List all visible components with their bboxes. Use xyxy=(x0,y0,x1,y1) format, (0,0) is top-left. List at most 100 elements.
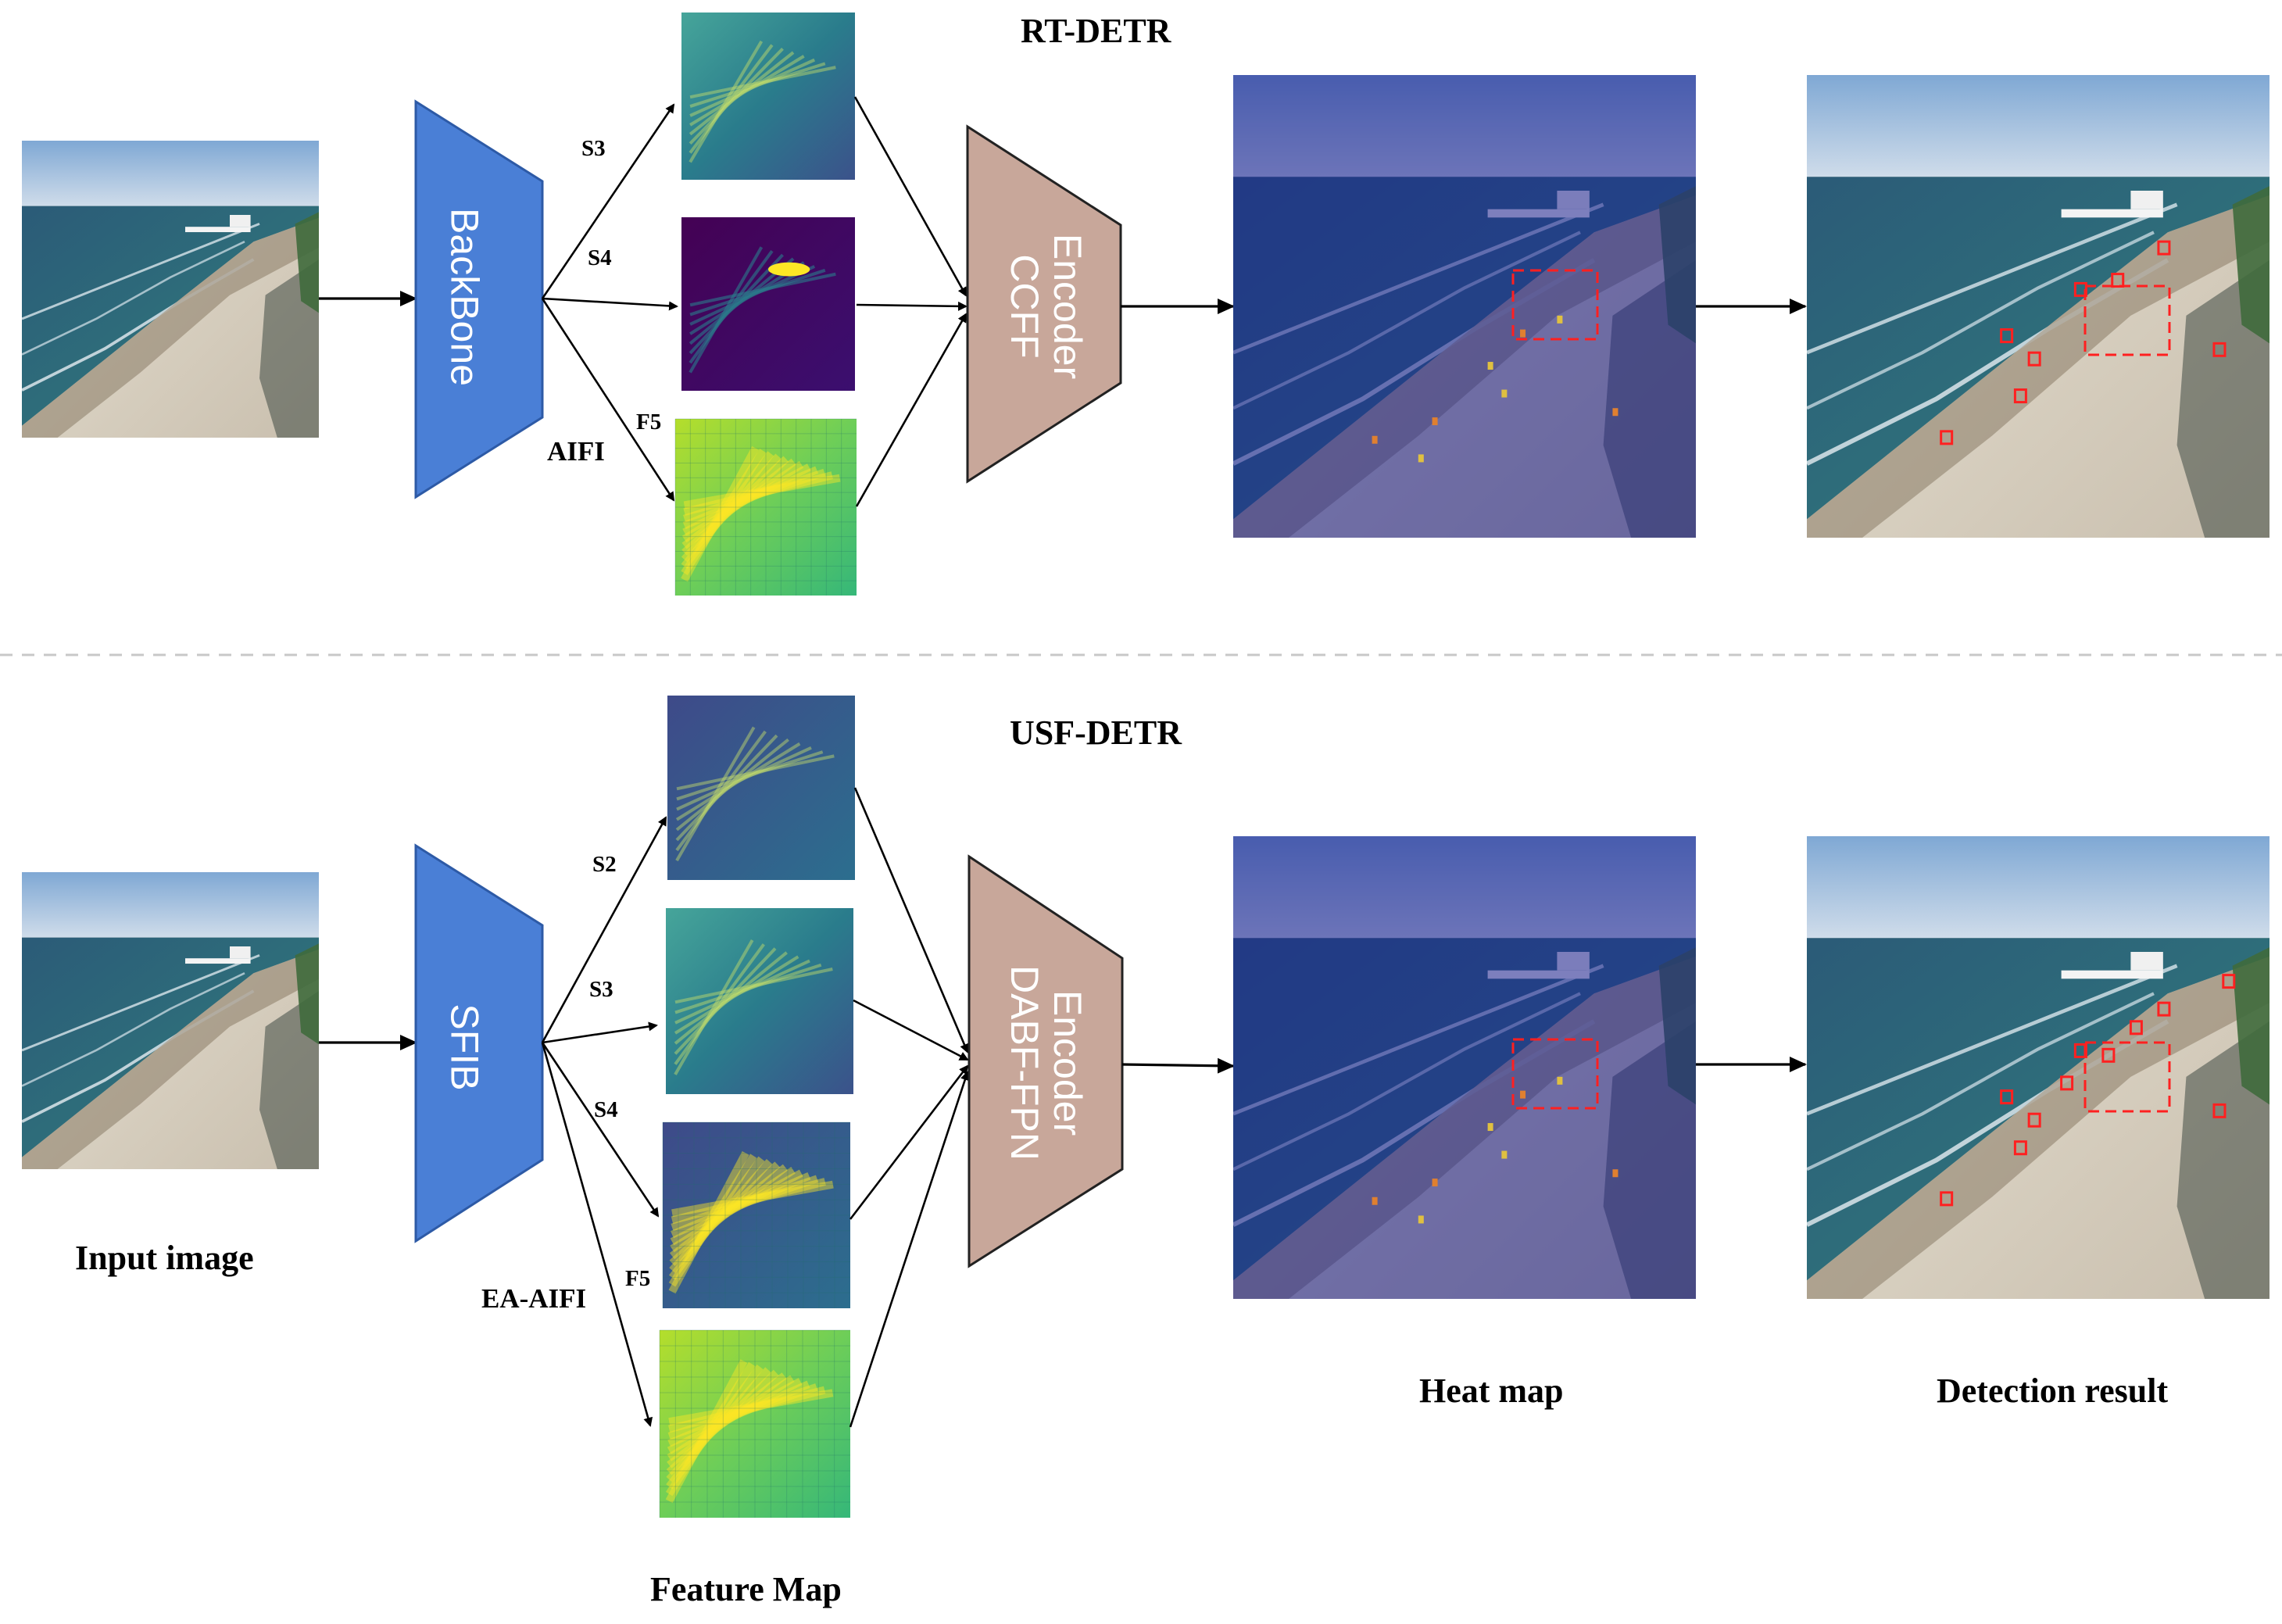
rt-backbone-block xyxy=(414,99,544,499)
usf-heat-map-hot-dot xyxy=(1418,1215,1424,1224)
usf-detection-result-det-box xyxy=(2073,1043,2087,1058)
rt-feature-map-f5-stripe xyxy=(682,466,819,530)
rt-arrow-s4-encoder xyxy=(856,301,968,311)
rt-feature-map-s3-stripe xyxy=(689,58,816,117)
rt-heat-map-hot-dot xyxy=(1557,315,1563,324)
usf-backbone-block xyxy=(414,843,544,1243)
usf-feature-map-s3-stripe xyxy=(674,943,765,1065)
usf-feature-map-f5-stripe xyxy=(667,1372,787,1468)
usf-feature-map-s4-stripe xyxy=(671,1175,819,1232)
usf-feature-map-s4-stripe xyxy=(671,1180,834,1218)
usf-encoder-line1: Encoder xyxy=(1046,989,1089,1136)
usf-feature-map-s4-stripe xyxy=(669,1156,765,1280)
rt-feature-map-s4-stripe xyxy=(689,268,826,317)
usf-feature-map-s3-stripe xyxy=(674,968,833,1004)
rt-feature-map-f5-stripe xyxy=(681,449,767,576)
usf-feature-map-s4-stripe xyxy=(669,1159,773,1273)
rt-encoder-label: Encoder CCFF xyxy=(1003,234,1089,379)
rt-detection-result-roi-box xyxy=(2083,284,2171,356)
rt-heat-map-tint xyxy=(1233,75,1696,538)
usf-heat-map-hot-dot xyxy=(1372,1197,1378,1205)
rt-detection-result-det-box xyxy=(2212,342,2227,357)
rt-feature-map-f5-stripe xyxy=(683,471,833,516)
usf-feature-map-s2-stripe xyxy=(676,746,812,811)
usf-detection-result-roi-box xyxy=(2083,1041,2171,1113)
usf-ea-aifi-label: EA-AIFI xyxy=(481,1283,587,1314)
rt-heat-map-hot-dot xyxy=(1612,408,1619,417)
rt-arrow-s4 xyxy=(542,297,678,311)
usf-feature-map-s4-stripe xyxy=(669,1161,781,1266)
usf-heat-map-hot-dot xyxy=(1612,1169,1619,1178)
usf-feature-map-f5-fill xyxy=(660,1330,850,1518)
usf-feature-map-s3-stripe xyxy=(674,951,788,1045)
usf-feature-map-s2-stripe xyxy=(675,742,801,821)
rt-feature-map-s3 xyxy=(681,13,855,180)
usf-feature-map-f5-stripe xyxy=(665,1361,756,1497)
rt-branch-label-s4: S4 xyxy=(588,245,612,270)
rt-feature-map-f5-stripe xyxy=(681,456,789,556)
rt-feature-map-s4 xyxy=(681,217,855,391)
usf-heat-map-hot-dot xyxy=(1557,1076,1563,1085)
usf-branch-label-s3: S3 xyxy=(589,977,613,1002)
usf-feature-map-s3-stripe xyxy=(674,939,754,1075)
usf-detection-result-det-box xyxy=(2129,1020,2143,1036)
rt-feature-map-f5-stripe xyxy=(683,474,841,510)
usf-detection-result-det-box xyxy=(2060,1075,2074,1091)
usf-arrow-s4 xyxy=(541,1042,660,1218)
rt-feature-map-s3-stripe xyxy=(689,40,764,163)
usf-heat-map-tint xyxy=(1233,836,1696,1299)
usf-feature-map-s3-fill xyxy=(666,908,853,1094)
rt-feature-map-s3-stripe xyxy=(689,55,805,127)
usf-feature-map-s4-stripe xyxy=(669,1164,789,1260)
rt-heat-map-hot-dot xyxy=(1372,435,1378,444)
rt-heat-map-hot-dot xyxy=(1432,417,1438,426)
usf-branch-label-s2: S2 xyxy=(592,852,617,877)
usf-input-image xyxy=(22,872,319,1169)
rt-feature-map-s4-stripe xyxy=(689,272,836,307)
rt-feature-map-f5-stripe xyxy=(681,451,774,569)
rt-feature-map-s4-hotspot xyxy=(768,262,810,277)
usf-arrow-s4-encoder xyxy=(849,1064,969,1220)
usf-input-image-image xyxy=(22,872,319,1169)
usf-backbone-label: SFIB xyxy=(442,1003,487,1091)
usf-feature-map-s2-stripe xyxy=(675,734,778,842)
rt-input-image xyxy=(22,141,319,438)
rt-heat-map-roi-box xyxy=(1511,269,1599,341)
rt-detection-result-image xyxy=(1807,75,2269,538)
rt-detr-title: RT-DETR xyxy=(1021,12,1171,50)
usf-detection-result-det-box xyxy=(2222,974,2236,989)
usf-arrow-f5-encoder xyxy=(849,1071,970,1428)
usf-heat-map-hot-dot xyxy=(1487,1123,1493,1132)
rt-input-image-image xyxy=(22,141,319,438)
usf-feature-map-s4-fill xyxy=(663,1122,850,1308)
rt-heat-map-hot-dot xyxy=(1501,389,1508,398)
usf-encoder-block xyxy=(968,854,1124,1268)
usf-branch-label-f5: F5 xyxy=(625,1266,651,1291)
usf-feature-map-s2-stripe xyxy=(676,750,824,801)
usf-feature-map-s4-stripe xyxy=(668,1154,757,1287)
rt-feature-map-f5-stripe xyxy=(682,463,811,536)
rt-detection-result-det-box xyxy=(2111,273,2125,288)
rt-branch-label-f5: F5 xyxy=(636,410,662,435)
rt-feature-map-s3-stripe xyxy=(689,47,784,145)
usf-detection-result-det-box xyxy=(2101,1047,2116,1063)
usf-detection-result-image xyxy=(1807,836,2269,1299)
usf-feature-map-f5-stripe xyxy=(667,1386,826,1433)
rt-arrow-f5-encoder xyxy=(855,313,968,507)
usf-feature-map-s2-stripe xyxy=(676,754,835,791)
usf-feature-map-f5-stripe xyxy=(667,1383,818,1440)
usf-feature-map-s2-fill xyxy=(667,696,855,880)
rt-heat-map-hot-dot xyxy=(1520,329,1526,338)
rt-encoder-line2: CCFF xyxy=(1003,254,1046,359)
usf-feature-map-s3-stripe xyxy=(674,947,777,1055)
rt-heat-map xyxy=(1233,75,1696,538)
usf-feature-map-s3-stripe xyxy=(674,959,810,1025)
usf-feature-map-s2-stripe xyxy=(675,726,756,862)
rt-arrow-f5 xyxy=(541,298,675,502)
rt-encoder-line1: Encoder xyxy=(1046,233,1089,380)
caption-detection-result: Detection result xyxy=(1937,1372,2169,1410)
usf-feature-map-s2-stripe xyxy=(675,730,767,852)
caption-heat-map: Heat map xyxy=(1419,1372,1564,1410)
